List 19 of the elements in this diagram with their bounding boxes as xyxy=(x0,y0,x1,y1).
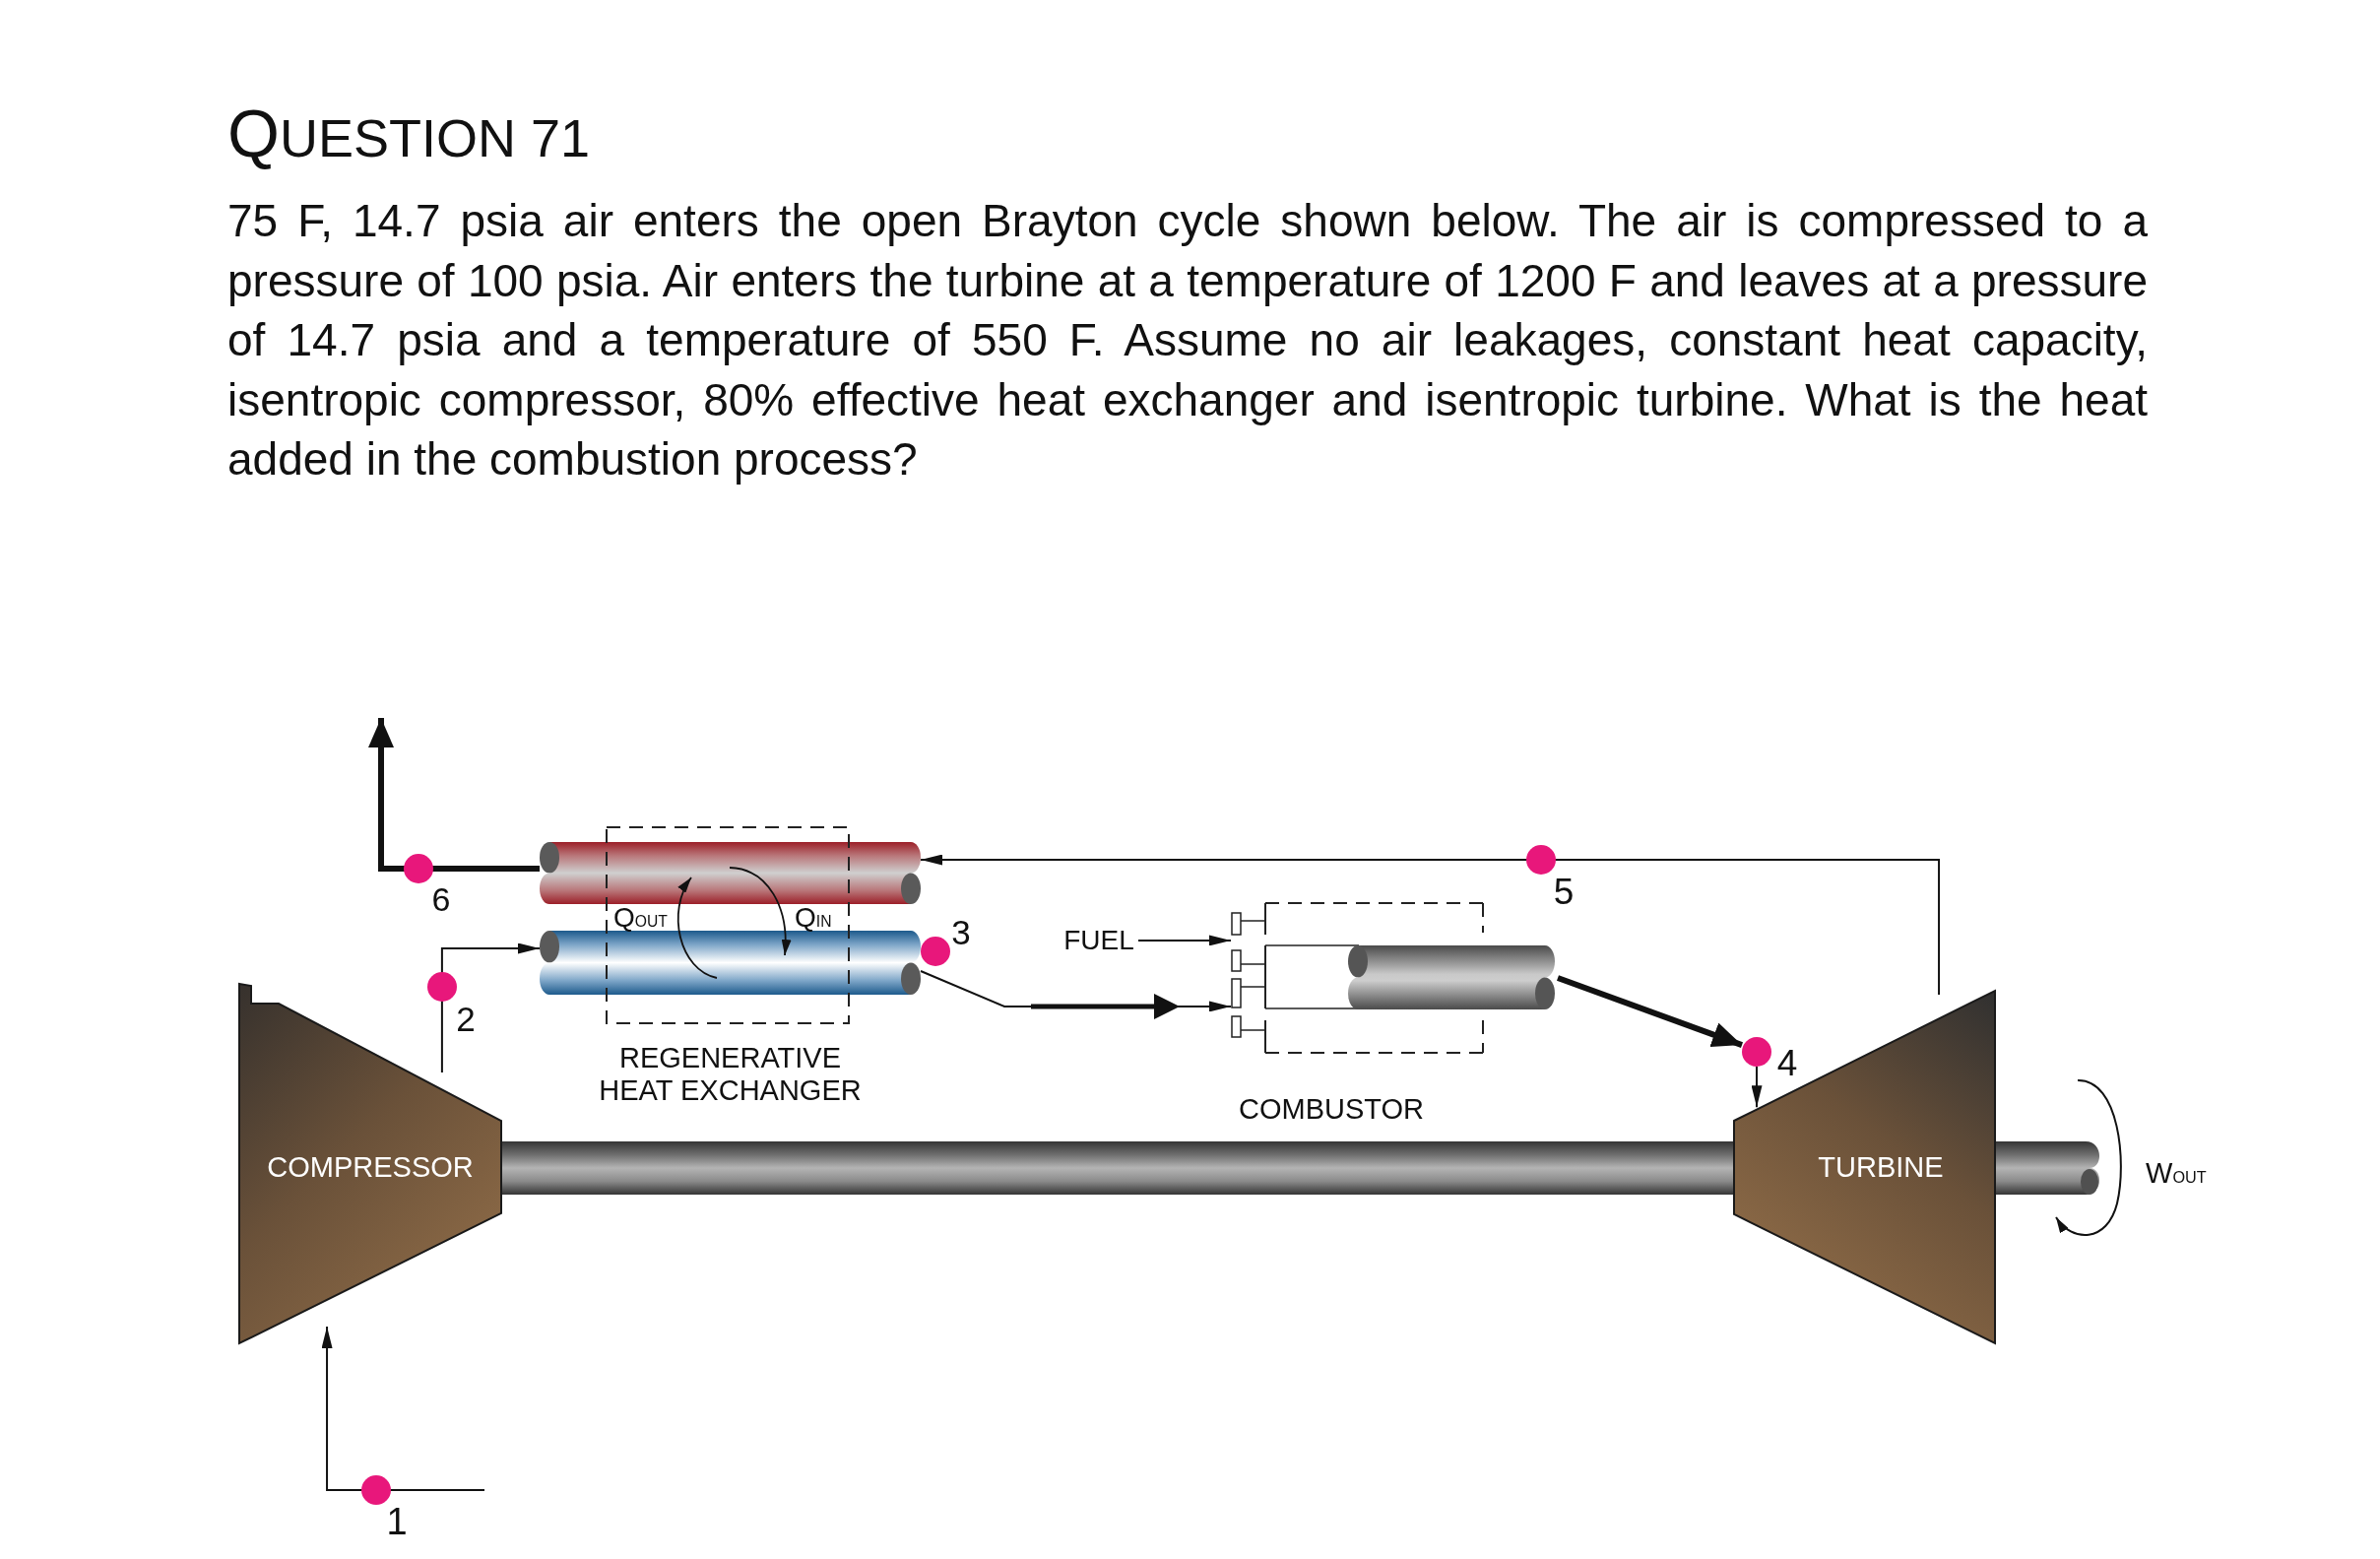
flow-arrow xyxy=(1137,935,1232,946)
state-point-number: 4 xyxy=(1776,1044,1798,1081)
state-point-number: 3 xyxy=(951,914,971,949)
fuel-label: FUEL xyxy=(1060,924,1138,957)
flow-arrow xyxy=(920,854,1941,997)
flow-arrow xyxy=(368,718,540,872)
state-point-number: 1 xyxy=(386,1503,408,1540)
flow-arrow xyxy=(920,970,1232,1012)
question-title: QUESTION 71 xyxy=(227,98,590,172)
state-point-number: 6 xyxy=(431,882,451,916)
state-point-number: 5 xyxy=(1553,873,1575,910)
state-point-number: 2 xyxy=(456,1001,476,1036)
state-point-icon xyxy=(1742,1037,1771,1067)
flow-arrow xyxy=(321,1326,485,1491)
question-text: 75 F, 14.7 psia air enters the open Brayton cycle shown below. The air is compressed to a pressure of 100 psia. Air enters the turbine at a temperature of 1200 F and leaves at a pressure of 14.7 psia and a temperature of 550 F. Assume no air leakages, constant heat capacity, isentropic compressor, 80% effective heat exchanger and isentropic turbine. What is the heat added in the combustion process? xyxy=(227,194,2148,487)
flow-arrow xyxy=(1751,1066,1763,1109)
component-label: COMBUSTOR xyxy=(1238,1092,1425,1126)
flow-arrow xyxy=(440,942,541,1073)
flow-arrow xyxy=(1556,975,1744,1048)
